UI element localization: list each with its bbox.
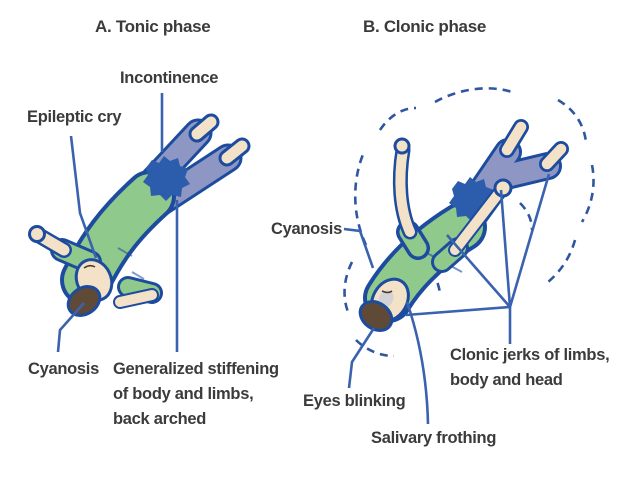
cyanosis-b-line <box>343 227 375 269</box>
label-salivary-frothing: Salivary frothing <box>371 429 497 447</box>
clonic-leader-lines <box>343 173 551 425</box>
label-incontinence: Incontinence <box>120 69 219 87</box>
label-eyes-blinking: Eyes blinking <box>303 392 406 410</box>
tonic-leader-lines <box>56 93 179 353</box>
clonic-jerks-fan-line <box>508 173 551 308</box>
label-epileptic-cry: Epileptic cry <box>27 108 122 126</box>
hair <box>358 300 394 332</box>
label-clonic-jerks: Clonic jerks of limbs, body and head <box>450 346 610 389</box>
clonic-jerks-fan-line <box>446 234 511 308</box>
eyes-blinking-line <box>347 327 376 389</box>
clonic-jerks-fan-line <box>499 189 512 308</box>
label-cyanosis-a: Cyanosis <box>28 360 99 378</box>
wet-patch <box>143 156 190 201</box>
hair <box>66 285 102 317</box>
salivary-frothing-line <box>405 301 430 425</box>
label-cyanosis-b: Cyanosis <box>271 220 342 238</box>
clonic-jerks-fan-line <box>405 305 511 317</box>
epileptic-cry-line <box>69 135 98 259</box>
cyanosis-a-line <box>56 302 85 353</box>
panel-a-title: A. Tonic phase <box>95 17 211 36</box>
clonic-figure-illustration <box>343 87 595 358</box>
panel-b-title: B. Clonic phase <box>363 17 487 36</box>
label-generalized-stiffening: Generalized stiffening of body and limbs… <box>113 360 279 428</box>
tonic-figure-illustration <box>28 113 251 317</box>
